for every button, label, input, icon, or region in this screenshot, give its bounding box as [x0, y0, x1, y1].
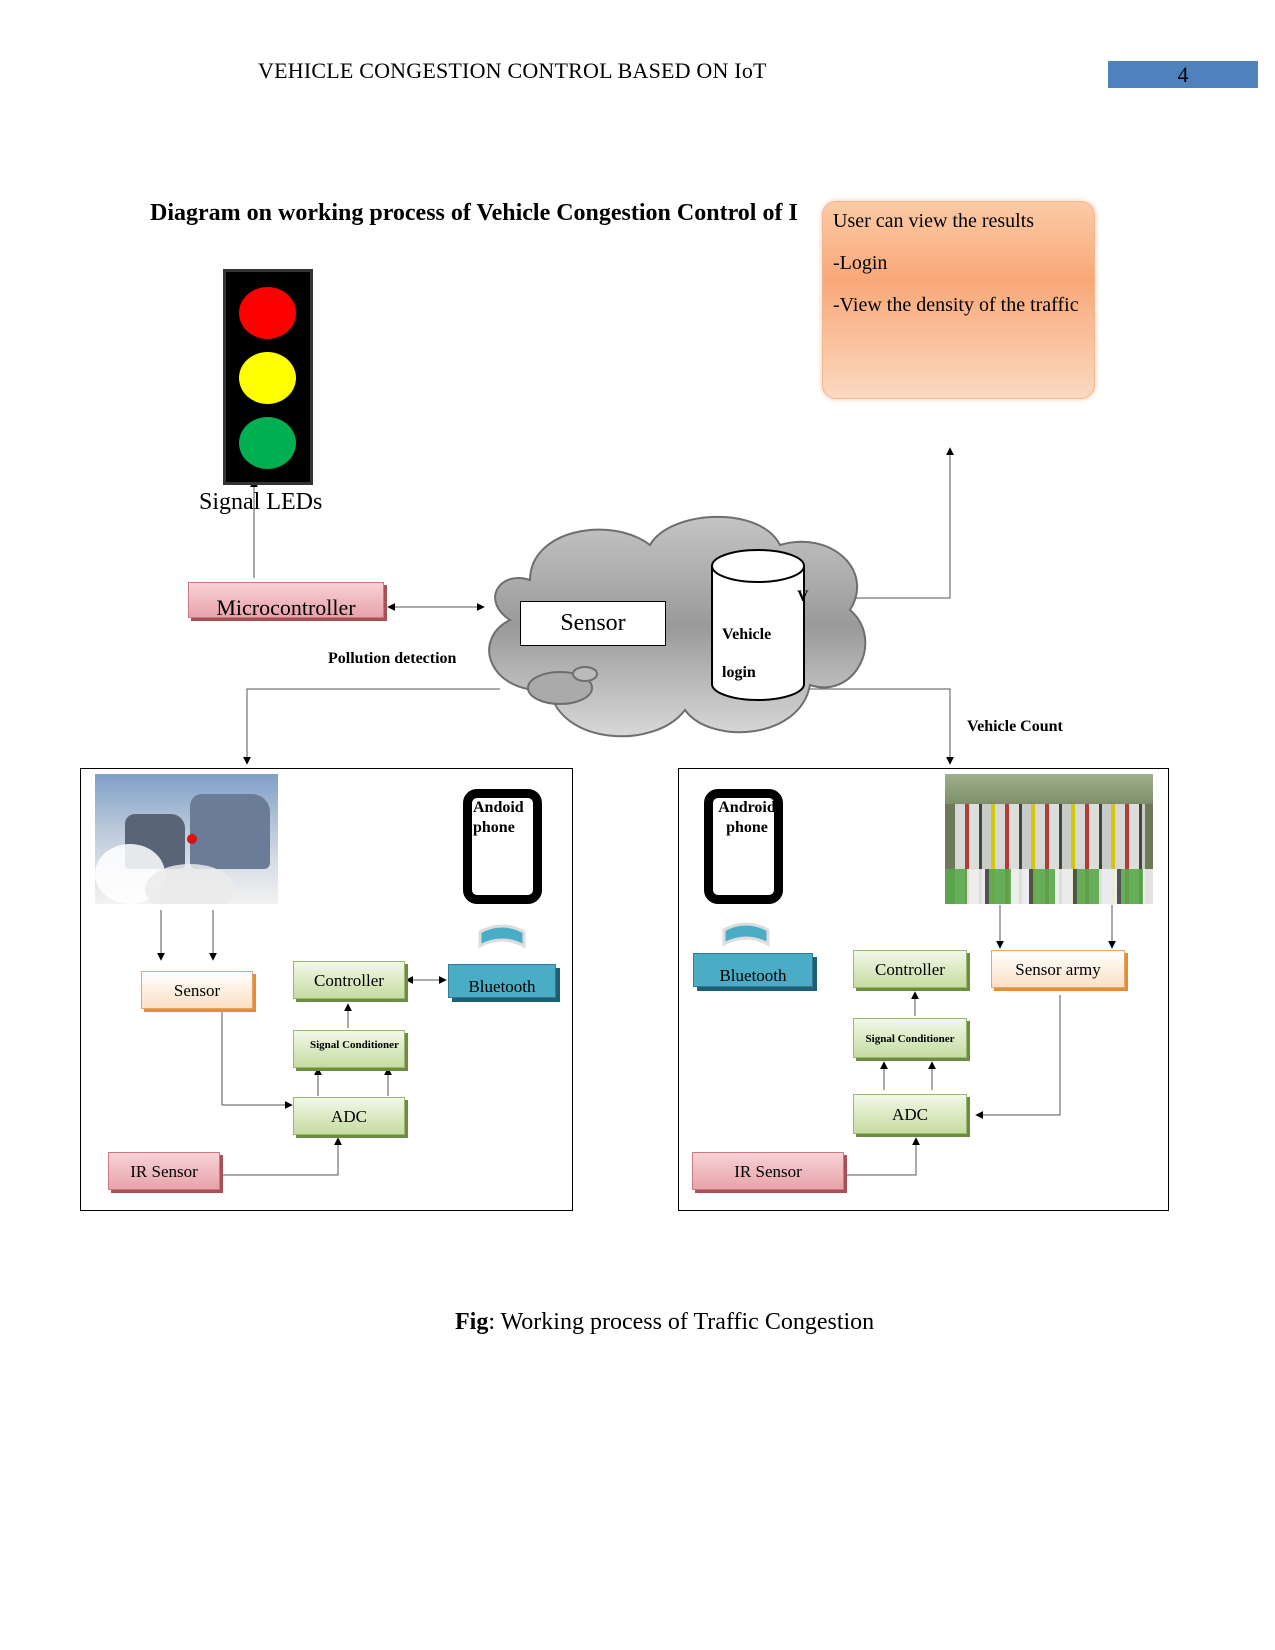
left-panel	[80, 768, 573, 1211]
db-login-label: login	[722, 664, 756, 681]
android-phone-icon	[704, 789, 783, 904]
android-phone-icon	[463, 789, 542, 904]
user-login-line: -Login	[833, 252, 888, 274]
traffic-jam-photo	[945, 774, 1153, 904]
right-phone-label: Android phone	[718, 799, 776, 836]
running-header: VEHICLE CONGESTION CONTROL BASED ON IoT	[258, 58, 767, 83]
left-controller-box: Controller	[293, 961, 405, 999]
green-light-icon	[239, 417, 296, 469]
caption-text: : Working process of Traffic Congestion	[488, 1309, 875, 1335]
right-adc-box: ADC	[853, 1094, 967, 1134]
wireless-signal-icon	[478, 924, 526, 949]
signal-leds-label: Signal LEDs	[199, 489, 323, 515]
right-controller-box: Controller	[853, 950, 967, 988]
right-panel	[678, 768, 1169, 1211]
red-light-icon	[239, 287, 296, 339]
arrow-cloud-to-left	[243, 688, 500, 765]
yellow-light-icon	[239, 352, 296, 404]
left-signal-conditioner-box: Signal Conditioner	[293, 1030, 405, 1068]
left-ir-sensor-box: IR Sensor	[108, 1152, 220, 1190]
database-icon	[711, 549, 805, 701]
right-sensor-army-box: Sensor army	[991, 950, 1125, 988]
traffic-light-icon	[223, 269, 313, 485]
left-sensor-box: Sensor	[141, 971, 253, 1009]
pollution-detection-label: Pollution detection	[328, 650, 457, 667]
arrow-cloud-to-right	[800, 688, 954, 765]
left-bluetooth-box: Bluetooth	[448, 964, 556, 998]
diagram-title: Diagram on working process of Vehicle Co…	[150, 200, 798, 226]
user-density-line: -View the density of the traffic	[833, 294, 1079, 316]
right-bluetooth-box: Bluetooth	[693, 953, 813, 987]
right-signal-conditioner-box: Signal Conditioner	[853, 1018, 967, 1058]
vehicle-count-label: Vehicle Count	[967, 718, 1063, 735]
db-cut-letter: V	[797, 588, 809, 605]
left-adc-box: ADC	[293, 1097, 405, 1135]
arrow-db-to-user	[850, 447, 954, 599]
figure-caption: Fig: Working process of Traffic Congesti…	[455, 1309, 874, 1336]
right-ir-sensor-box: IR Sensor	[692, 1152, 844, 1190]
microcontroller-box: Microcontroller	[188, 582, 384, 618]
user-results-line: User can view the results	[833, 210, 1035, 232]
db-vehicle-label: Vehicle	[722, 626, 772, 643]
page-number: 4	[1108, 61, 1258, 88]
cloud-sensor-box: Sensor	[520, 601, 666, 646]
left-phone-label: Andoid phone	[473, 799, 524, 836]
user-results-box: User can view the results -Login -View t…	[822, 201, 1095, 399]
pollution-photo	[95, 774, 278, 904]
caption-bold: Fig	[455, 1309, 489, 1335]
wireless-signal-icon	[722, 922, 770, 947]
